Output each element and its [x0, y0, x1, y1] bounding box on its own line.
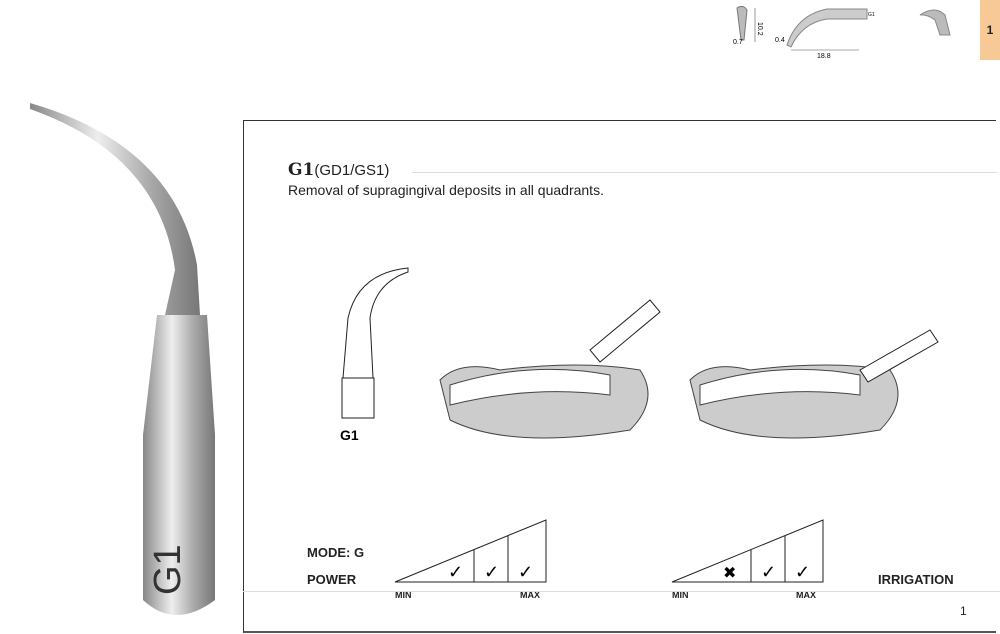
- mode-label: MODE: G: [307, 545, 365, 560]
- svg-text:10.2: 10.2: [756, 22, 763, 36]
- divider: [412, 172, 997, 173]
- power-label: POWER: [307, 572, 357, 587]
- tip-engraving: G1: [147, 544, 189, 595]
- power-min: MIN: [395, 590, 412, 600]
- irrigation-level-3: ✓: [795, 562, 810, 582]
- svg-text:0.7: 0.7: [733, 39, 743, 46]
- irrigation-max: MAX: [796, 590, 816, 600]
- power-level-2: ✓: [484, 562, 499, 582]
- irrigation-level-1: ✖: [723, 565, 736, 582]
- product-title: G1(GD1/GS1): [288, 160, 390, 180]
- scaler-tip-image: G1: [30, 103, 215, 615]
- svg-text:0.4: 0.4: [775, 37, 785, 44]
- power-max: MAX: [520, 590, 540, 600]
- power-level-1: ✓: [448, 562, 463, 582]
- product-description: Removal of supragingival deposits in all…: [288, 182, 604, 198]
- power-scale: ✓ ✓ ✓: [394, 519, 547, 583]
- tip-dimension-diagram: 10.2 0.7 G1 0.4 18.8: [733, 5, 951, 60]
- svg-text:G1: G1: [340, 427, 359, 443]
- irrigation-level-2: ✓: [761, 562, 776, 582]
- svg-text:G1: G1: [868, 12, 875, 18]
- irrigation-label: IRRIGATION: [878, 572, 954, 587]
- power-level-3: ✓: [518, 562, 533, 582]
- usage-illustration: G1: [340, 267, 939, 443]
- irrigation-min: MIN: [672, 590, 689, 600]
- product-panel: [243, 120, 996, 633]
- divider: [243, 591, 1000, 592]
- irrigation-scale: ✖ ✓ ✓: [671, 519, 824, 583]
- page-tab: 1: [980, 0, 1000, 60]
- svg-text:18.8: 18.8: [817, 53, 831, 60]
- page-number: 1: [960, 604, 967, 618]
